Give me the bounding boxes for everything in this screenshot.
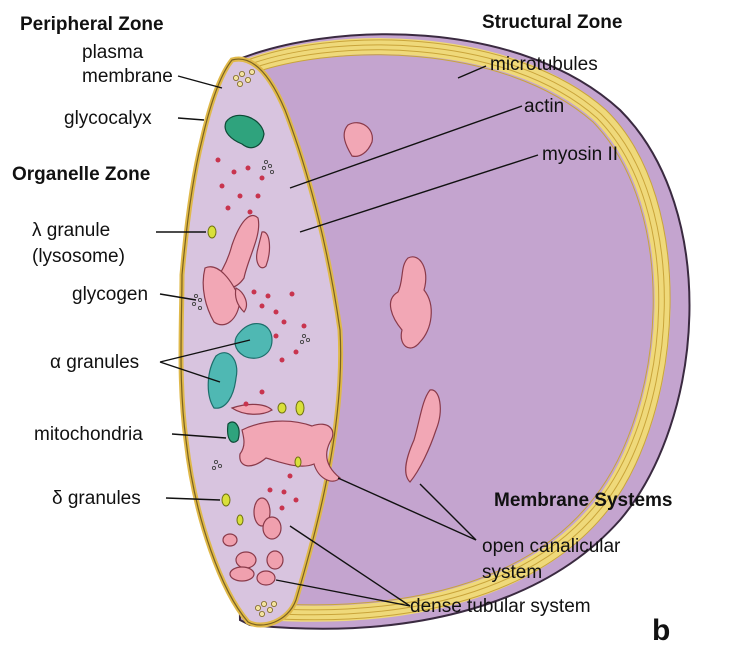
label-alpha-granules: α granules [50, 352, 139, 373]
label-system: system [482, 562, 542, 583]
label-myosin: myosin II [542, 144, 618, 165]
membrane-systems-title: Membrane Systems [494, 490, 672, 511]
label-actin: actin [524, 96, 564, 117]
peripheral-zone-title: Peripheral Zone [20, 14, 164, 35]
structural-zone-title: Structural Zone [482, 12, 622, 33]
label-dense-tubular-system: dense tubular system [410, 596, 591, 617]
label-membrane: membrane [82, 66, 173, 87]
label-glycogen: glycogen [72, 284, 148, 305]
label-open-canalicular: open canalicular [482, 536, 621, 557]
label-lysosome: (lysosome) [32, 246, 125, 267]
label-delta-granules: δ granules [52, 488, 141, 509]
label-microtubules: microtubules [490, 54, 598, 75]
label-mitochondria: mitochondria [34, 424, 143, 445]
label-lambda-granule: λ granule [32, 220, 110, 241]
label-glycocalyx: glycocalyx [64, 108, 152, 129]
organelle-zone-title: Organelle Zone [12, 164, 150, 185]
label-plasma: plasma [82, 42, 144, 63]
panel-letter: b [652, 614, 670, 644]
